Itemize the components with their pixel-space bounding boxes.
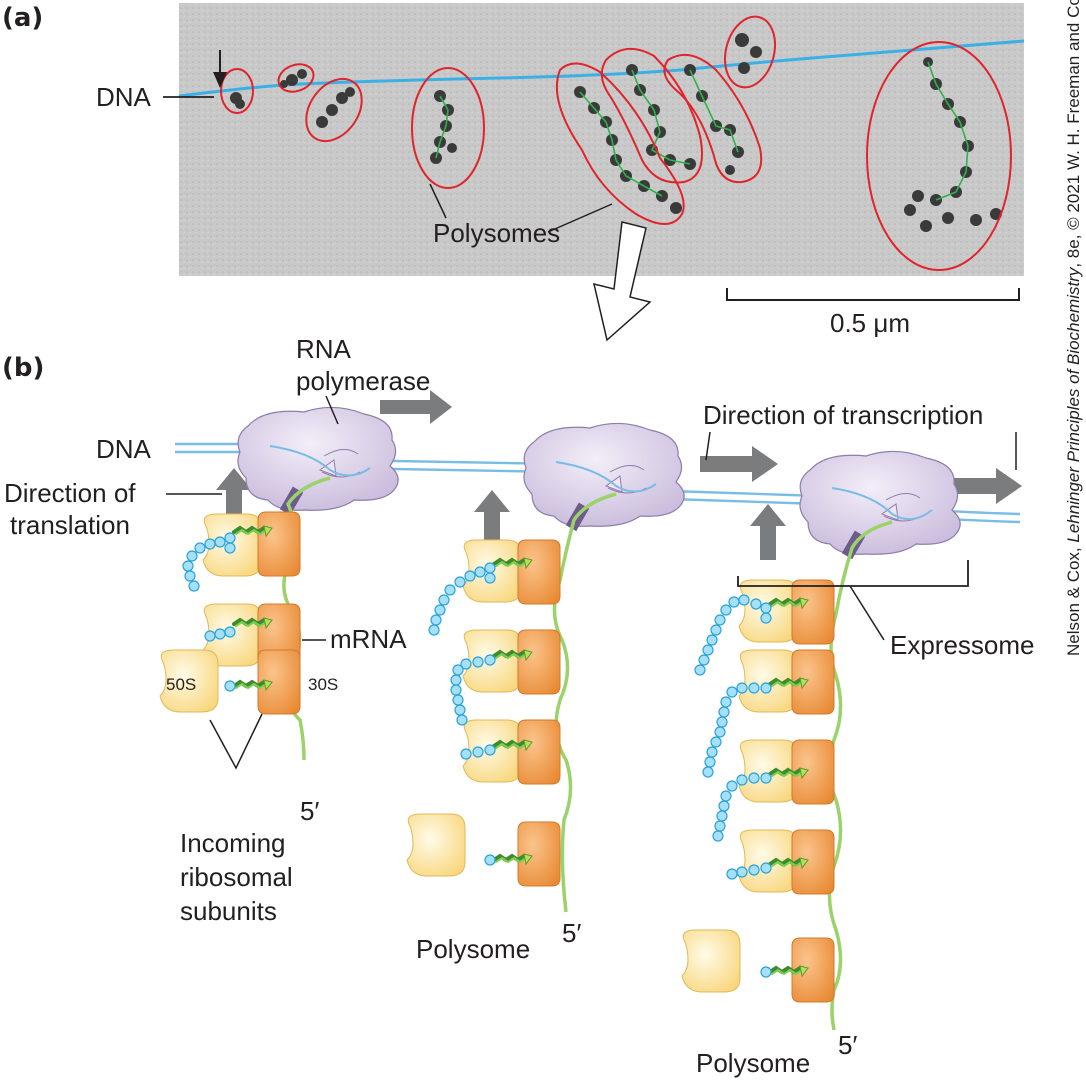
- panel-a-letter: (a): [2, 3, 43, 33]
- credit-prefix: Nelson & Cox,: [1064, 543, 1083, 656]
- polysomes-leader-right: [547, 203, 613, 233]
- credit-title: Lehninger Principles of Biochemistry: [1064, 266, 1083, 542]
- expressome-leader: [849, 585, 885, 641]
- polysomes-leader-left: [429, 183, 447, 219]
- rna-polymerase-2: [523, 422, 685, 527]
- polysome-3: [681, 579, 835, 1003]
- rna-polymerase-leader: [325, 395, 339, 425]
- subunit-50s-label: 50S: [166, 675, 196, 694]
- credit-rest: , © 2021 W. H. Freeman and Company: [1064, 0, 1083, 239]
- scale-bar: [726, 288, 1020, 301]
- rna-polymerase-label-line2: polymerase: [296, 366, 430, 396]
- panel-a: (a): [2, 3, 1025, 342]
- translation-arrow-1: [216, 468, 252, 516]
- mrna-label: mRNA: [330, 624, 407, 654]
- micrograph-polysome-outlines: [220, 15, 1012, 271]
- expressome-bracket: [737, 560, 969, 587]
- incoming-label-line1: Incoming: [180, 828, 286, 858]
- translation-arrow-2: [474, 490, 510, 540]
- subunit-30s-label: 30S: [308, 675, 338, 694]
- transcription-leader-1: [705, 431, 711, 461]
- credit-line: Nelson & Cox, Lehninger Principles of Bi…: [1064, 0, 1083, 656]
- panel-b-letter: (b): [2, 353, 44, 383]
- five-prime-label-2: 5′: [562, 918, 581, 948]
- panel-a-dna-label: DNA: [96, 82, 152, 112]
- direction-of-translation-line2: translation: [10, 510, 130, 540]
- incoming-subunits-leader: [209, 713, 263, 770]
- peptide-chain-1c: [224, 680, 236, 692]
- peptide-chain-2d: [484, 854, 496, 866]
- transcription-arrow-2: [700, 446, 778, 482]
- panel-b-dna-label: DNA: [96, 434, 152, 464]
- five-prime-label-1: 5′: [300, 796, 319, 826]
- micrograph-mrna-traces: [435, 61, 969, 201]
- credit-edition: , 8e: [1064, 239, 1083, 267]
- polysome-label-2: Polysome: [696, 1048, 810, 1078]
- scale-bar-label: 0.5 μm: [830, 308, 910, 338]
- transcription-arrow-3: [950, 468, 1022, 504]
- peptide-chain-3e: [760, 966, 772, 978]
- translation-arrow-3: [750, 504, 786, 560]
- expressome-label: Expressome: [890, 630, 1035, 660]
- transcription-arrow-1: [380, 390, 452, 424]
- direction-of-translation-line1: Direction of: [4, 478, 136, 508]
- rna-polymerase-1: [237, 406, 399, 511]
- rna-polymerase-3: [799, 450, 961, 555]
- polysome-2: [406, 539, 561, 887]
- polysomes-label: Polysomes: [433, 218, 560, 248]
- rna-polymerase-label-line1: RNA: [296, 334, 352, 364]
- five-prime-label-3: 5′: [838, 1030, 857, 1060]
- zoom-arrow: [592, 221, 652, 342]
- incoming-label-line2: ribosomal: [180, 862, 293, 892]
- micrograph-arrow-head: [213, 72, 227, 88]
- panel-b: (b): [2, 334, 1035, 1078]
- direction-of-transcription-label: Direction of transcription: [703, 400, 983, 430]
- micrograph-background: [179, 3, 1024, 276]
- polysome-label-1: Polysome: [416, 934, 530, 964]
- incoming-label-line3: subunits: [180, 896, 277, 926]
